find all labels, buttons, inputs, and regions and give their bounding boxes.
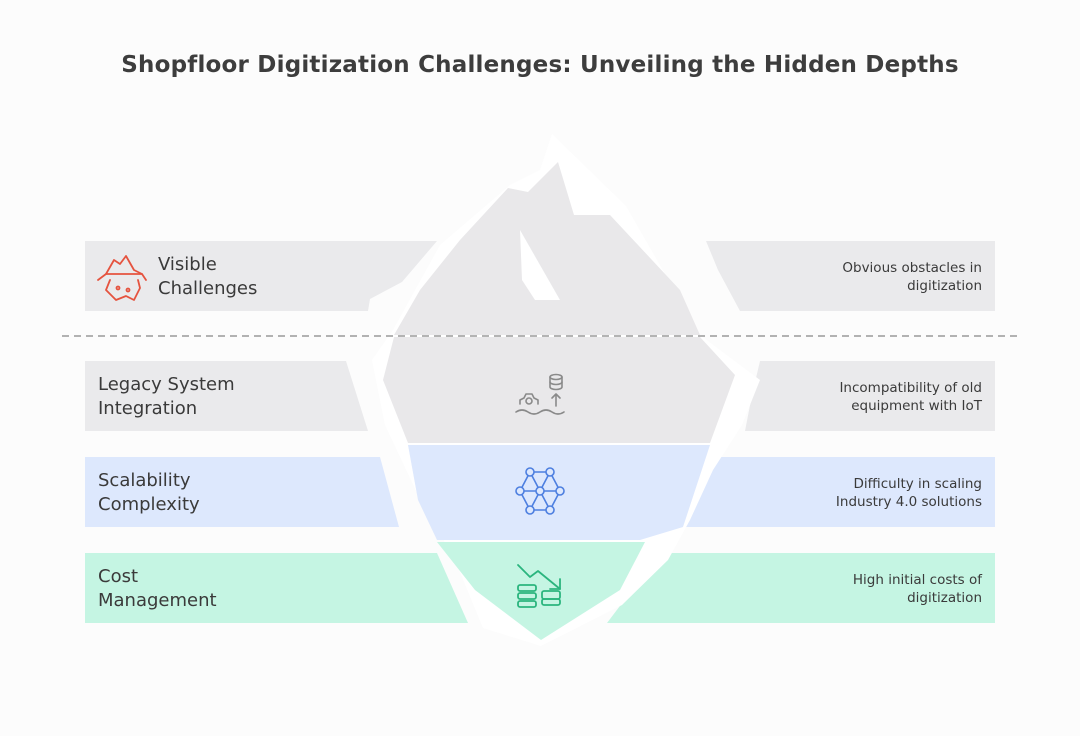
desc-line: digitization — [907, 590, 982, 606]
desc-line: High initial costs of — [852, 572, 982, 588]
desc-cost: High initial costs of digitization — [762, 571, 982, 607]
desc-visible-challenges: Obvious obstacles in digitization — [762, 259, 982, 295]
desc-line: digitization — [907, 278, 982, 294]
desc-line: Difficulty in scaling — [853, 476, 982, 492]
band-visible-left — [85, 241, 437, 311]
label-visible-challenges: Visible Challenges — [158, 254, 258, 299]
desc-legacy-system: Incompatibility of old equipment with Io… — [762, 379, 982, 415]
label-cost: Cost Management — [98, 566, 217, 611]
desc-line: Incompatibility of old — [839, 380, 982, 396]
iceberg-tip — [394, 162, 700, 335]
band-scalability-right — [686, 457, 995, 527]
band-legacy-left — [85, 361, 368, 431]
label-legacy-system: Legacy System Integration — [98, 374, 235, 419]
legacy-integration-icon — [515, 373, 565, 415]
desc-scalability: Difficulty in scaling Industry 4.0 solut… — [762, 475, 982, 511]
band-cost-left — [85, 553, 468, 623]
iceberg-facet — [520, 230, 560, 300]
network-nodes-icon — [515, 467, 565, 515]
cost-decline-icon — [517, 564, 561, 608]
band-legacy-right — [745, 361, 995, 431]
label-scalability: Scalability Complexity — [98, 470, 200, 515]
band-scalability-left — [85, 457, 399, 527]
band-visible-right — [706, 241, 995, 311]
page-title: Shopfloor Digitization Challenges: Unvei… — [121, 52, 959, 78]
desc-line: Industry 4.0 solutions — [835, 494, 982, 510]
iceberg-cost-section — [437, 542, 645, 640]
desc-line: Obvious obstacles in — [842, 260, 982, 276]
band-cost-right — [607, 553, 995, 623]
iceberg-icon — [97, 255, 147, 301]
desc-line: equipment with IoT — [851, 398, 982, 414]
